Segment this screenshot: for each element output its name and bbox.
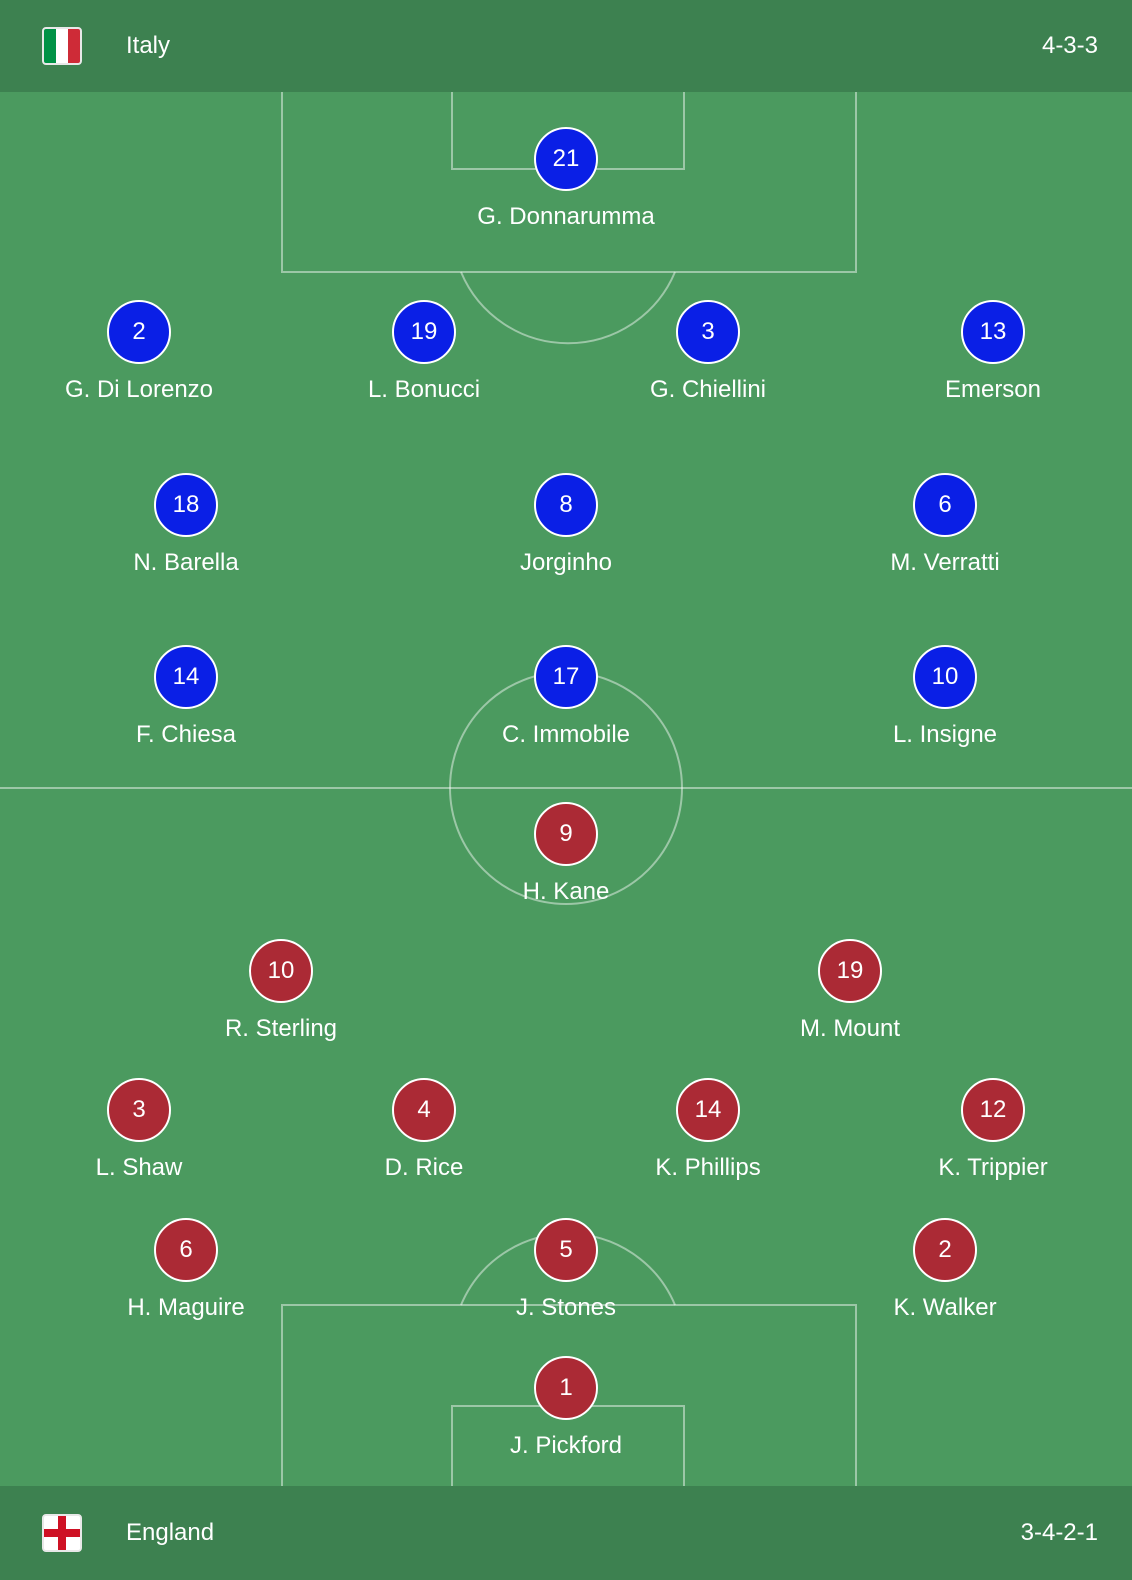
player-away-midfielder[interactable]: 3 L. Shaw xyxy=(29,1078,249,1182)
player-name: R. Sterling xyxy=(224,1015,338,1042)
home-formation: 4-3-3 xyxy=(1041,32,1098,59)
player-name: C. Immobile xyxy=(501,721,631,748)
player-number-badge: 14 xyxy=(676,1078,740,1142)
player-home-forward[interactable]: 14 F. Chiesa xyxy=(76,645,296,749)
player-number-badge: 2 xyxy=(107,300,171,364)
player-name: J. Pickford xyxy=(509,1432,623,1459)
player-number-badge: 5 xyxy=(534,1218,598,1282)
home-team-name: Italy xyxy=(126,32,171,59)
player-away-midfielder[interactable]: 4 D. Rice xyxy=(314,1078,534,1182)
away-formation: 3-4-2-1 xyxy=(1020,1519,1098,1546)
player-number-badge: 2 xyxy=(913,1218,977,1282)
player-name: K. Phillips xyxy=(655,1154,761,1181)
player-away-defender[interactable]: 6 H. Maguire xyxy=(76,1218,296,1322)
player-away-goalkeeper[interactable]: 1 J. Pickford xyxy=(456,1356,676,1460)
player-number-badge: 21 xyxy=(534,127,598,191)
pitch: 21 G. Donnarumma 2 G. Di Lorenzo 19 L. B… xyxy=(0,92,1132,1486)
player-number-badge: 10 xyxy=(249,939,313,1003)
player-name: H. Kane xyxy=(522,878,610,905)
player-away-forward[interactable]: 9 H. Kane xyxy=(456,802,676,906)
player-number-badge: 6 xyxy=(154,1218,218,1282)
player-name: H. Maguire xyxy=(127,1294,245,1321)
player-away-defender[interactable]: 2 K. Walker xyxy=(835,1218,1055,1322)
player-number-badge: 17 xyxy=(534,645,598,709)
player-number-badge: 12 xyxy=(961,1078,1025,1142)
player-name: D. Rice xyxy=(384,1154,464,1181)
player-home-defender[interactable]: 3 G. Chiellini xyxy=(598,300,818,404)
player-number-badge: 19 xyxy=(392,300,456,364)
player-name: L. Shaw xyxy=(95,1154,183,1181)
player-name: N. Barella xyxy=(133,549,239,576)
player-name: M. Mount xyxy=(799,1015,901,1042)
home-team-header: Italy 4-3-3 xyxy=(0,0,1132,92)
player-name: M. Verratti xyxy=(890,549,1000,576)
player-number-badge: 3 xyxy=(107,1078,171,1142)
away-team-name: England xyxy=(126,1519,215,1546)
player-home-midfielder[interactable]: 6 M. Verratti xyxy=(835,473,1055,577)
italy-flag-icon xyxy=(42,27,82,65)
player-away-defender[interactable]: 5 J. Stones xyxy=(456,1218,676,1322)
player-name: G. Donnarumma xyxy=(477,203,655,230)
player-name: Emerson xyxy=(944,376,1042,403)
player-number-badge: 1 xyxy=(534,1356,598,1420)
player-home-defender[interactable]: 2 G. Di Lorenzo xyxy=(29,300,249,404)
player-home-defender[interactable]: 13 Emerson xyxy=(883,300,1103,404)
player-name: G. Di Lorenzo xyxy=(64,376,214,403)
player-number-badge: 14 xyxy=(154,645,218,709)
player-name: J. Stones xyxy=(515,1294,617,1321)
player-number-badge: 13 xyxy=(961,300,1025,364)
england-flag-icon xyxy=(42,1514,82,1552)
player-home-forward[interactable]: 17 C. Immobile xyxy=(456,645,676,749)
player-name: F. Chiesa xyxy=(135,721,237,748)
player-number-badge: 8 xyxy=(534,473,598,537)
player-away-attacking-midfielder[interactable]: 10 R. Sterling xyxy=(171,939,391,1043)
player-name: K. Walker xyxy=(893,1294,997,1321)
away-team-header: England 3-4-2-1 xyxy=(0,1486,1132,1580)
player-home-defender[interactable]: 19 L. Bonucci xyxy=(314,300,534,404)
player-home-midfielder[interactable]: 8 Jorginho xyxy=(456,473,676,577)
player-number-badge: 18 xyxy=(154,473,218,537)
player-away-midfielder[interactable]: 12 K. Trippier xyxy=(883,1078,1103,1182)
player-home-forward[interactable]: 10 L. Insigne xyxy=(835,645,1055,749)
player-number-badge: 19 xyxy=(818,939,882,1003)
player-number-badge: 3 xyxy=(676,300,740,364)
player-name: G. Chiellini xyxy=(649,376,767,403)
player-number-badge: 4 xyxy=(392,1078,456,1142)
player-name: Jorginho xyxy=(519,549,613,576)
player-number-badge: 9 xyxy=(534,802,598,866)
player-home-goalkeeper[interactable]: 21 G. Donnarumma xyxy=(456,127,676,231)
player-number-badge: 10 xyxy=(913,645,977,709)
player-number-badge: 6 xyxy=(913,473,977,537)
player-home-midfielder[interactable]: 18 N. Barella xyxy=(76,473,296,577)
player-name: L. Bonucci xyxy=(367,376,481,403)
player-away-attacking-midfielder[interactable]: 19 M. Mount xyxy=(740,939,960,1043)
pitch-markings xyxy=(0,92,1132,1486)
player-name: K. Trippier xyxy=(938,1154,1048,1181)
player-away-midfielder[interactable]: 14 K. Phillips xyxy=(598,1078,818,1182)
player-name: L. Insigne xyxy=(892,721,998,748)
